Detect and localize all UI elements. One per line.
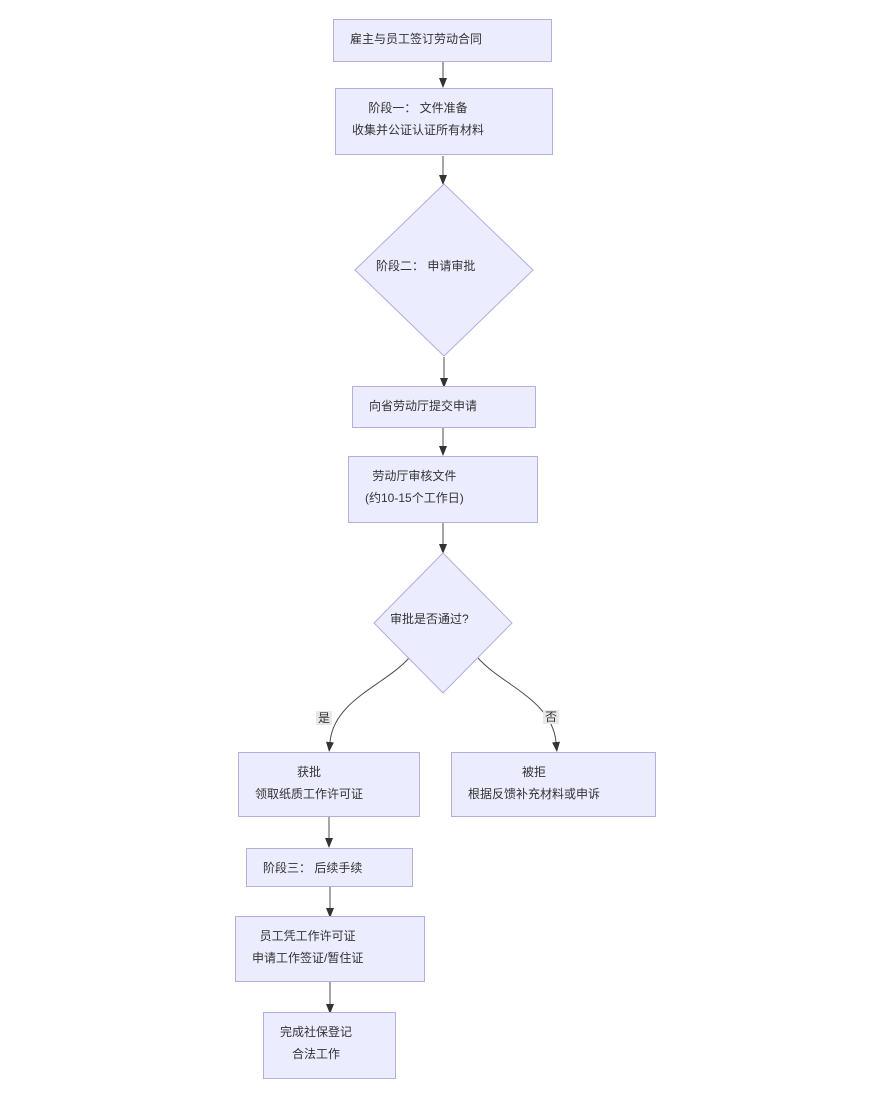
node-social-label: 完成社保登记 合法工作 [280, 1021, 352, 1065]
node-review-label: 劳动厅审核文件 (约10-15个工作日) [365, 465, 464, 509]
diamond-shape [373, 552, 513, 694]
node-stage3-followup: 阶段三： 后续手续 [246, 848, 413, 887]
node-social-security: 完成社保登记 合法工作 [263, 1012, 396, 1079]
node-stage1-prep: 阶段一： 文件准备 收集并公证认证所有材料 [335, 88, 553, 155]
node-label-line: 收集并公证认证所有材料 [352, 123, 485, 137]
node-rejected: 被拒 根据反馈补充材料或申诉 [451, 752, 656, 817]
edge-label-no: 否 [542, 710, 560, 724]
node-approved-label: 获批 领取纸质工作许可证 [255, 761, 363, 805]
node-label-line: 领取纸质工作许可证 [255, 787, 364, 801]
node-rejected-label: 被拒 根据反馈补充材料或申诉 [468, 761, 600, 805]
node-stage2-label: 阶段二： 申请审批 [376, 259, 476, 273]
edge-decision-no [477, 657, 560, 752]
node-label-line: 阶段三： 后续手续 [263, 861, 363, 875]
node-submit-application: 向省劳动厅提交申请 [352, 386, 536, 428]
node-visa-label: 员工凭工作许可证 申请工作签证/暂住证 [252, 925, 363, 969]
edge-decision-yes [326, 657, 410, 752]
node-label-line: 申请工作签证/暂住证 [252, 951, 364, 965]
node-label-line: 劳动厅审核文件 [372, 469, 457, 483]
node-approval-decision: 审批是否通过? [373, 552, 513, 694]
node-visa-application: 员工凭工作许可证 申请工作签证/暂住证 [235, 916, 425, 982]
node-label-line: 向省劳动厅提交申请 [369, 399, 478, 413]
node-submit-label: 向省劳动厅提交申请 [369, 395, 477, 417]
node-review-documents: 劳动厅审核文件 (约10-15个工作日) [348, 456, 538, 523]
edge-label-yes: 是 [315, 711, 333, 725]
node-decision-label: 审批是否通过? [390, 612, 469, 626]
node-stage3-label: 阶段三： 后续手续 [263, 857, 362, 879]
node-label-line: 合法工作 [292, 1047, 341, 1061]
node-label-line: 阶段一： 文件准备 [368, 101, 468, 115]
node-approved: 获批 领取纸质工作许可证 [238, 752, 420, 817]
node-label-line: 雇主与员工签订劳动合同 [350, 32, 483, 46]
node-label-line: 员工凭工作许可证 [259, 929, 356, 943]
node-label-line: 被拒 [522, 765, 547, 779]
node-label-line: 获批 [297, 765, 322, 779]
diamond-shape [354, 183, 534, 357]
node-stage2-approval: 阶段二： 申请审批 [354, 183, 534, 357]
node-stage1-label: 阶段一： 文件准备 收集并公证认证所有材料 [352, 97, 484, 141]
node-contract-label: 雇主与员工签订劳动合同 [350, 28, 482, 50]
node-label-line: 根据反馈补充材料或申诉 [468, 787, 601, 801]
node-contract: 雇主与员工签订劳动合同 [333, 19, 552, 62]
node-label-line: 完成社保登记 [280, 1025, 353, 1039]
node-label-line: (约10-15个工作日) [365, 491, 464, 505]
